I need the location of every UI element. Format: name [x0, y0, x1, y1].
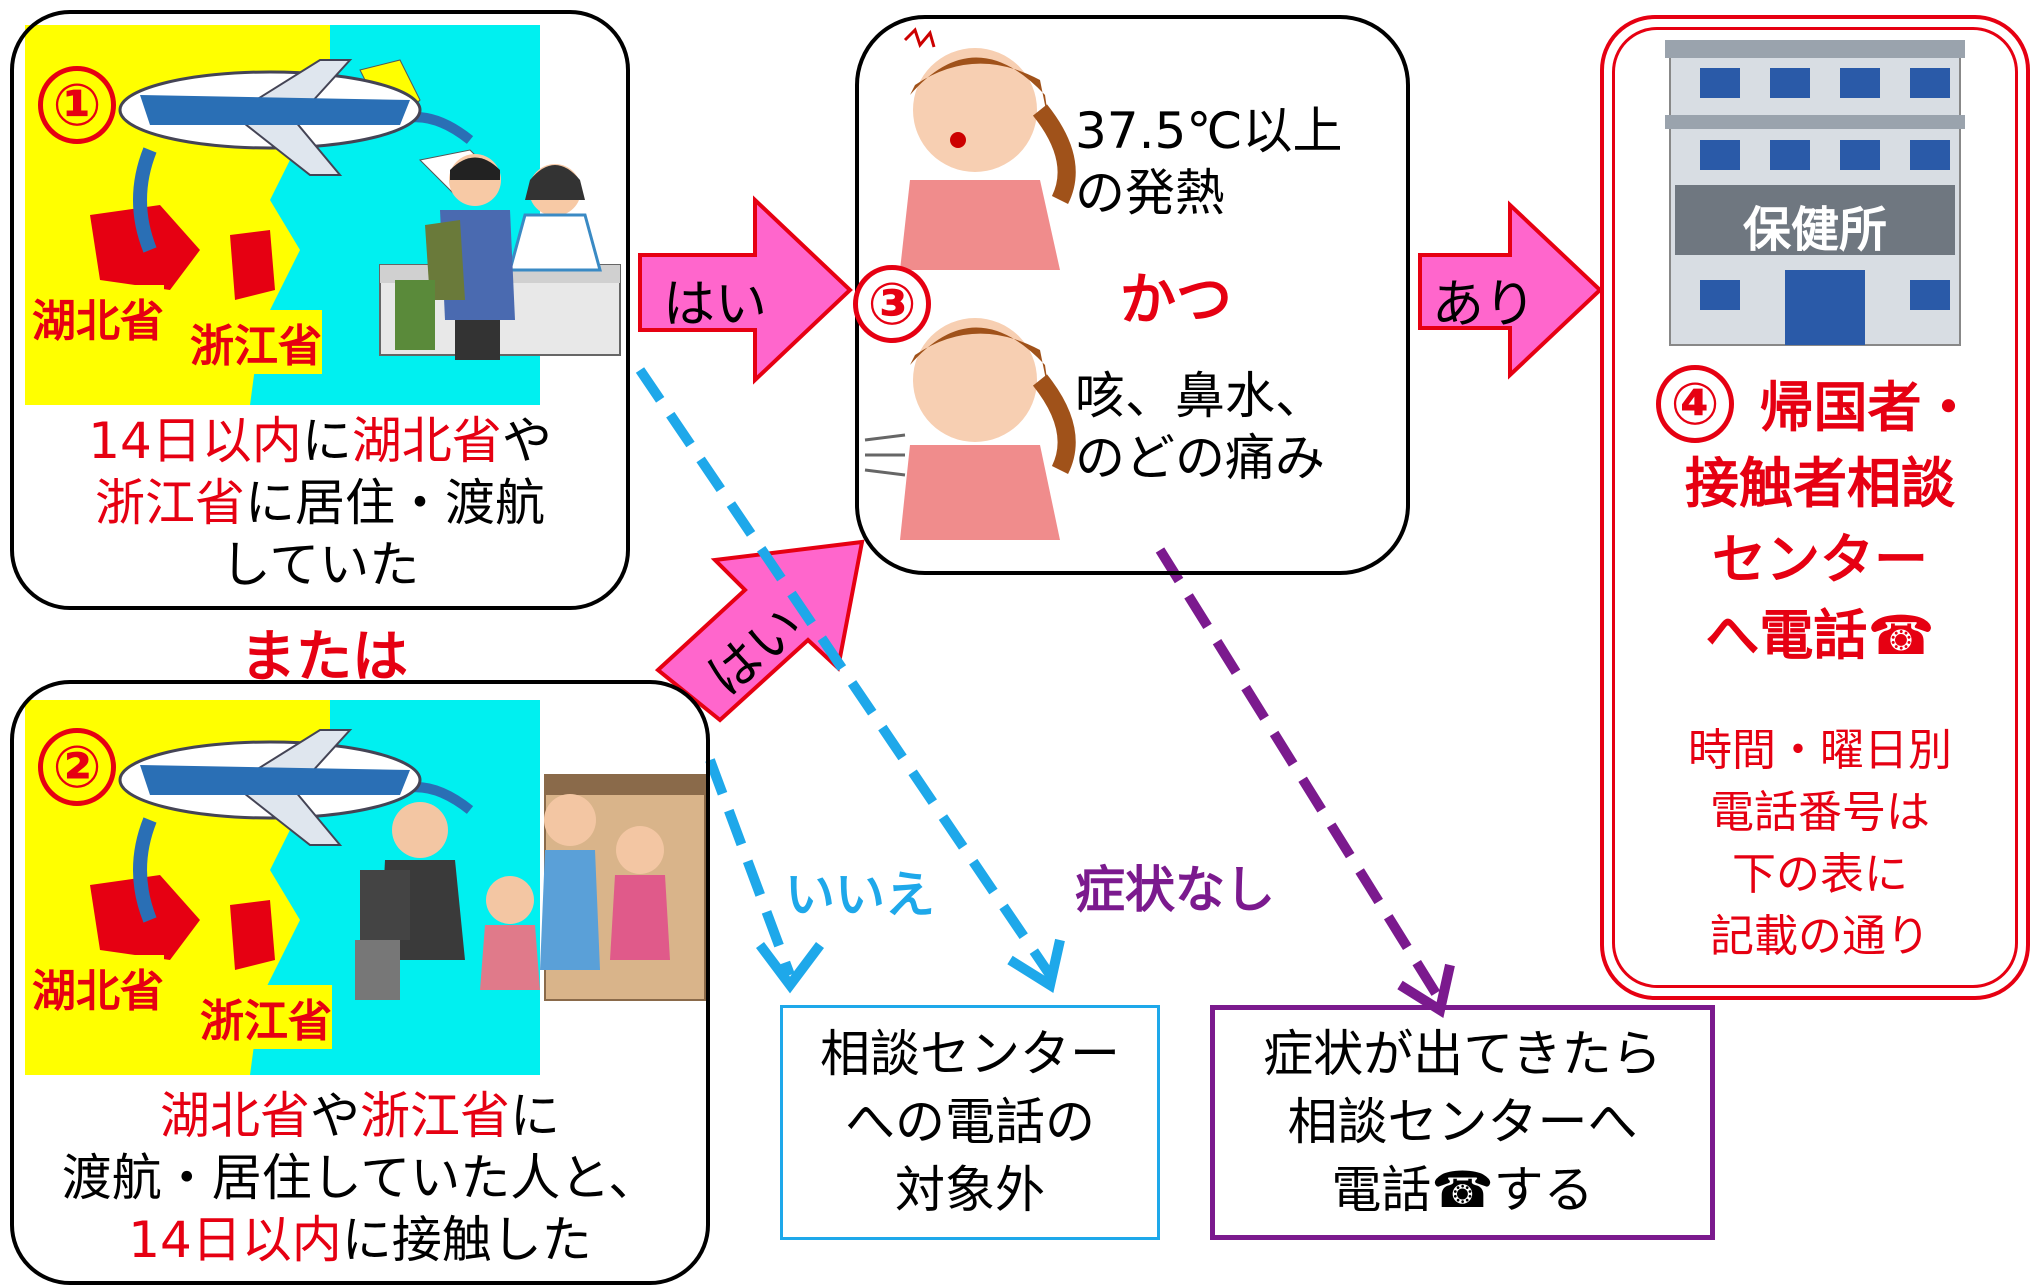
- fever-line-1: 37.5℃以上: [1075, 102, 1343, 160]
- consultation-center-title: 帰国者・ 接触者相談 センター へ電話☎: [1620, 370, 2020, 674]
- excluded-line-1: 相談センター: [820, 1025, 1120, 1083]
- travelers-illustration-1: [379, 154, 621, 360]
- or-label: または: [240, 625, 408, 690]
- map-label-hubei-1: 湖北省: [32, 285, 164, 349]
- excluded-result-box: [780, 1005, 1160, 1240]
- title-line-4: へ電話☎: [1705, 604, 1935, 667]
- respiratory-symptoms-text: 咳、鼻水、 のどの痛み: [1075, 365, 1325, 489]
- travel-contact-text: 渡航・居住していた人と、: [61, 1149, 659, 1207]
- wait-result-text: 症状が出てきたら 相談センターへ 電話☎する: [1210, 1020, 1715, 1224]
- condition-2-text: 湖北省や浙江省に 渡航・居住していた人と、 14日以内に接触した: [20, 1085, 700, 1271]
- map-label-zhejiang-2: 浙江省: [200, 985, 332, 1049]
- particle-text: や: [501, 412, 552, 470]
- step-number-3: ③: [853, 265, 931, 343]
- yes-arrow-bottom: [654, 539, 865, 723]
- symptom-line-2: のどの痛み: [1075, 429, 1325, 487]
- airplane-illustration-1: [118, 59, 422, 176]
- phone-note-text: 時間・曜日別 電話番号は 下の表に 記載の通り: [1620, 720, 2020, 968]
- yes-arrow-top: [638, 195, 853, 385]
- symptom-line-1: 咳、鼻水、: [1075, 367, 1325, 425]
- wait-line-2: 相談センターへ: [1287, 1093, 1638, 1151]
- no-symptoms-arrowhead: [1397, 963, 1455, 1018]
- particle-text: に: [301, 412, 352, 470]
- map-label-zhejiang-1: 浙江省: [190, 310, 322, 374]
- step-number-4: ④: [1656, 365, 1734, 443]
- contact-text: に接触した: [341, 1211, 592, 1269]
- residence-text: に居住・渡航: [245, 474, 545, 532]
- no-symptoms-dashed-line: [1155, 547, 1445, 1003]
- excluded-line-3: 対象外: [895, 1161, 1045, 1219]
- hubei-highlight-1: 湖北省: [351, 412, 502, 470]
- yes-label-top: はい: [663, 275, 768, 335]
- cough-girl-illustration: [864, 318, 1076, 540]
- hubei-highlight-2: 湖北省: [160, 1087, 310, 1145]
- fever-line-2: の発熱: [1075, 164, 1225, 222]
- wait-result-box: [1210, 1005, 1715, 1240]
- fever-girl-illustration: [900, 27, 1076, 270]
- zhejiang-highlight-1: 浙江省: [95, 474, 245, 532]
- no-label: いいえ: [785, 866, 935, 924]
- no-arrowhead-2: [756, 942, 824, 994]
- no-dashed-line-1: [635, 367, 1055, 978]
- title-line-3: センター: [1712, 528, 1928, 591]
- excluded-line-2: への電話の: [845, 1093, 1095, 1151]
- note-line-3: 下の表に: [1732, 849, 1908, 900]
- no-dashed-line-2: [705, 758, 795, 977]
- title-line-2: 接触者相談: [1685, 452, 1955, 515]
- and-label: かつ: [1120, 268, 1232, 333]
- health-center-building-illustration: [1665, 40, 1965, 346]
- title-line-1: 帰国者・: [1759, 376, 1976, 439]
- condition-1-text: 14日以内に湖北省や 浙江省に居住・渡航 していた: [20, 410, 620, 596]
- step-number-2: ②: [38, 728, 116, 806]
- present-arrow: [1418, 200, 1603, 380]
- wait-line-1: 症状が出てきたら: [1263, 1025, 1662, 1083]
- condition-box-1: [10, 10, 630, 610]
- present-label: あり: [1432, 275, 1537, 335]
- was-text: していた: [220, 536, 420, 594]
- note-line-2: 電話番号は: [1710, 787, 1930, 838]
- note-line-4: 記載の通り: [1710, 911, 1930, 962]
- period-highlight-2: 14日以内: [128, 1211, 342, 1269]
- step-number-1: ①: [38, 66, 116, 144]
- zhejiang-highlight-2: 浙江省: [360, 1087, 510, 1145]
- airplane-illustration-2: [118, 729, 422, 846]
- contact-illustration-2: [355, 774, 706, 1001]
- fever-text: 37.5℃以上 の発熱: [1075, 100, 1342, 224]
- consultation-center-box: [1600, 15, 2030, 1000]
- note-line-1: 時間・曜日別: [1688, 725, 1952, 776]
- building-sign-text: 保健所: [1742, 202, 1887, 258]
- particle-text: に: [510, 1087, 560, 1145]
- period-highlight-1: 14日以内: [88, 412, 302, 470]
- consultation-center-inner-border: [1612, 27, 2018, 988]
- map-label-hubei-2: 湖北省: [32, 955, 164, 1019]
- excluded-result-text: 相談センター への電話の 対象外: [780, 1020, 1160, 1224]
- wait-line-3: 電話☎する: [1331, 1161, 1594, 1219]
- no-symptoms-label: 症状なし: [1075, 861, 1275, 919]
- particle-text: や: [310, 1087, 360, 1145]
- no-arrowhead-1: [1007, 938, 1065, 993]
- condition-box-2: [10, 680, 710, 1285]
